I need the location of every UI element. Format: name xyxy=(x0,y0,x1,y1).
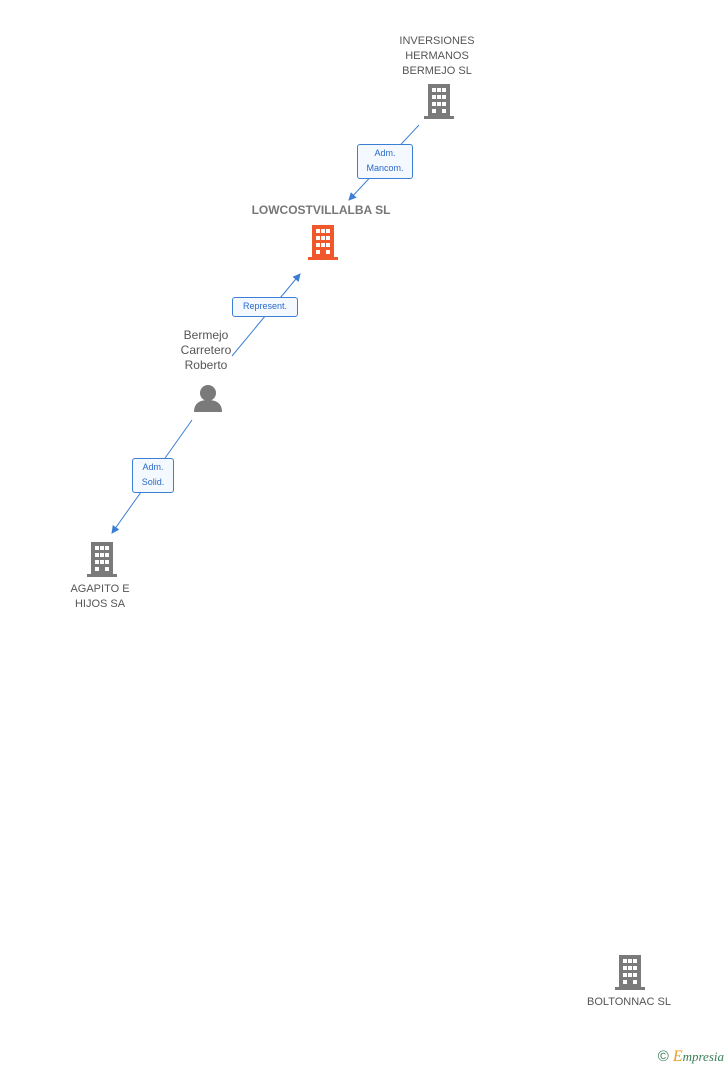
edge-label-adm-mancom: Adm. Mancom. xyxy=(357,144,413,179)
person-icon[interactable] xyxy=(194,385,222,412)
node-label-lowcostvillalba[interactable]: LOWCOSTVILLALBA SL xyxy=(251,203,391,217)
node-label-agapito[interactable]: AGAPITO E HIJOS SA xyxy=(70,583,130,610)
building-icon[interactable] xyxy=(615,955,645,990)
copyright-footer: ©Empresia xyxy=(658,1048,724,1066)
brand-name: mpresia xyxy=(682,1049,724,1064)
building-icon[interactable] xyxy=(308,225,338,260)
edge-label-represent: Represent. xyxy=(232,297,298,317)
brand-initial: E xyxy=(672,1048,683,1065)
node-label-bermejo[interactable]: Bermejo Carretero Roberto xyxy=(180,328,232,372)
edge-label-adm-solid: Adm. Solid. xyxy=(132,458,174,493)
building-icon[interactable] xyxy=(87,542,117,577)
node-label-inversiones[interactable]: INVERSIONES HERMANOS BERMEJO SL xyxy=(399,35,475,77)
node-label-boltonnac[interactable]: BOLTONNAC SL xyxy=(587,996,671,1008)
building-icon[interactable] xyxy=(424,84,454,119)
copyright-symbol: © xyxy=(657,1048,669,1065)
